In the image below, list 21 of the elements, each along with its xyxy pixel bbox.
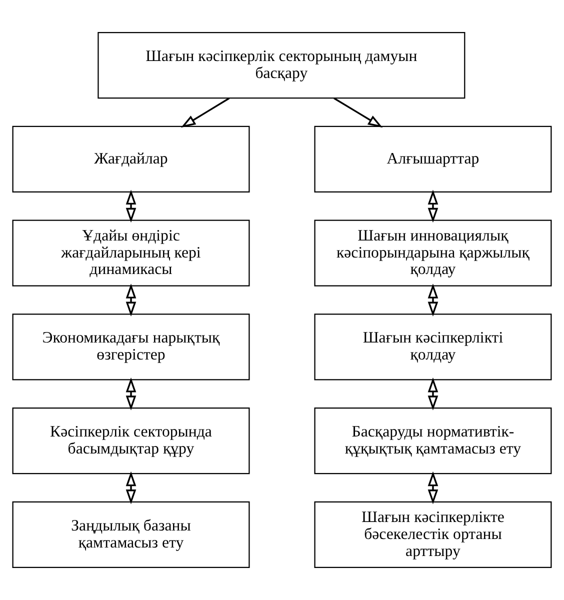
node-box: Жағдайлар [12,126,250,193]
arrow [428,190,438,223]
arrow [126,190,136,223]
arrow [428,378,438,410]
node-box: Заңдылық базаны қамтамасыз ету [12,501,250,568]
node-box: Шағын кәсіпкерлікте бәсекелестік ортаны арттыру [314,501,552,568]
node-box: Шағын кәсіпкерлікті қолдау [314,314,552,380]
arrow [428,471,438,504]
arrow [428,284,438,316]
arrow [126,284,136,316]
node-box: Шағын кәсіпкерлік секторының дамуын басқару [98,32,466,99]
arrow [126,378,136,410]
arrow [334,98,383,128]
node-box: Басқаруды нормативтік-құқықтық қамтамасыз ету [314,407,552,474]
arrow [180,98,230,128]
node-box: Алғышарттар [314,126,552,193]
node-box: Ұдайы өндіріс жағдайларының кері динамикасы [12,220,250,286]
node-box: Шағын инновациялық кәсіпорындарына қаржылық қолдау [314,220,552,286]
arrow [126,471,136,504]
node-box: Экономикадағы нарықтық өзгерістер [12,314,250,380]
node-box: Кәсіпкерлік секторында басымдықтар құру [12,407,250,474]
